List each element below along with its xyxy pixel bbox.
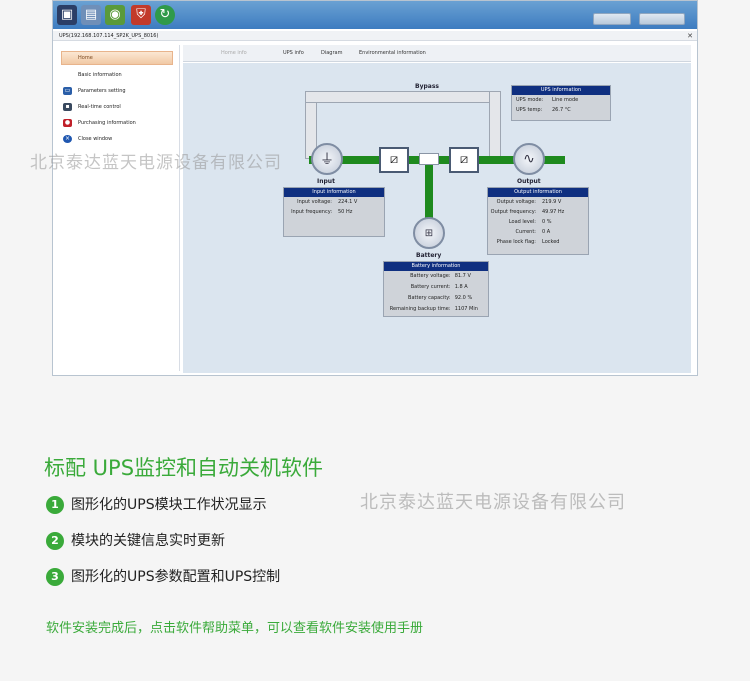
info-row: Battery voltage:81.7 V [410, 273, 471, 279]
battery-power-line [425, 164, 433, 228]
inverter-block: ⧄ [449, 147, 479, 173]
window-button-2[interactable] [639, 13, 685, 25]
sidebar-item-real-time-control[interactable]: ▪ Real-time control [63, 101, 121, 113]
output-information-panel: Output information Output voltage:219.9 … [487, 187, 589, 255]
sidebar-item-home[interactable]: Home [61, 51, 173, 65]
input-information-panel: Input information Input voltage:224.1 V … [283, 187, 385, 237]
promo-heading: 标配 UPS监控和自动关机软件 [44, 456, 324, 480]
sidebar: Home Basic information ▭ Parameters setti… [57, 45, 180, 371]
window-button-1[interactable] [593, 13, 631, 25]
window-path: UPS(192.168.107.114_SP2K_UPS_8016) [59, 33, 159, 39]
control-icon: ▪ [63, 102, 72, 111]
rectifier-block: ⧄ [379, 147, 409, 173]
battery-label: Battery [416, 252, 442, 259]
input-label: Input [317, 178, 335, 185]
monitor-icon[interactable]: ▣ [57, 5, 77, 25]
bypass-label: Bypass [415, 83, 439, 90]
purchase-icon: ● [63, 118, 72, 127]
tab-environmental-information[interactable]: Environmental information [359, 50, 426, 56]
feature-item: 1 图形化的UPS模块工作状况显示 [46, 494, 267, 516]
input-node: ⏚ [311, 143, 343, 175]
sidebar-item-close-window[interactable]: × Close window [63, 133, 112, 145]
sidebar-item-basic-information[interactable]: Basic information [63, 69, 122, 81]
plug-icon: ⏚ [320, 152, 334, 168]
shield-icon[interactable]: ⛨ [131, 5, 151, 25]
feature-number-badge: 3 [46, 568, 64, 586]
bypass-line-right [489, 91, 501, 159]
info-row: Phase lock flag:Locked [496, 239, 560, 245]
watermark: 北京泰达蓝天电源设备有限公司 [30, 153, 282, 173]
close-window-icon: × [63, 134, 72, 143]
parameters-icon: ▭ [63, 86, 72, 95]
tab-home-info[interactable]: Home info [221, 50, 247, 56]
battery-information-panel: Battery information Battery voltage:81.7… [383, 261, 489, 317]
feature-text: 图形化的UPS参数配置和UPS控制 [71, 569, 281, 585]
panel-title: Input information [284, 188, 384, 197]
feature-text: 图形化的UPS模块工作状况显示 [71, 497, 267, 513]
update-icon[interactable]: ↻ [155, 5, 175, 25]
dc-bus-connector [419, 153, 439, 165]
sidebar-item-label: Basic information [78, 72, 122, 78]
toolbar: ▣ ▤ ◉ ⛨ ↻ [53, 1, 697, 29]
sidebar-item-label: Purchasing information [78, 120, 136, 126]
info-icon [63, 71, 72, 79]
info-row: Current:0 A [515, 229, 551, 235]
panel-title: Output information [488, 188, 588, 197]
info-row: Input voltage:224.1 V [297, 199, 358, 205]
feature-text: 模块的关键信息实时更新 [71, 533, 225, 549]
sidebar-item-label: Close window [78, 136, 113, 142]
power-flow-diagram: Bypass ⏚ Input ⧄ ⧄ ∿ Output ⊞ Battery UP… [183, 63, 691, 373]
sine-wave-icon: ∿ [523, 151, 535, 167]
feature-number-badge: 1 [46, 496, 64, 514]
software-screenshot: ▣ ▤ ◉ ⛨ ↻ UPS(192.168.107.114_SP2K_UPS_8… [52, 0, 698, 376]
rectifier-icon: ⧄ [389, 152, 399, 167]
feature-number-badge: 2 [46, 532, 64, 550]
info-row: UPS temp:26.7 °C [516, 107, 571, 113]
info-row: UPS mode:Line mode [516, 97, 579, 103]
battery-node: ⊞ [413, 217, 445, 249]
info-row: Remaining backup time:1107 Min [389, 306, 478, 312]
sidebar-item-label: Parameters setting [78, 88, 126, 94]
bypass-line-top [305, 91, 501, 103]
output-node: ∿ [513, 143, 545, 175]
close-icon[interactable]: ✕ [687, 32, 693, 40]
sidebar-item-purchasing-information[interactable]: ● Purchasing information [63, 117, 136, 129]
inverter-icon: ⧄ [459, 152, 469, 167]
watermark: 北京泰达蓝天电源设备有限公司 [360, 492, 626, 513]
sidebar-item-parameters-setting[interactable]: ▭ Parameters setting [63, 85, 126, 97]
panel-title: Battery information [384, 262, 488, 271]
path-bar: UPS(192.168.107.114_SP2K_UPS_8016) ✕ [53, 31, 697, 41]
tab-ups-info[interactable]: UPS info [283, 50, 304, 56]
battery-icon: ⊞ [424, 227, 434, 239]
sidebar-item-label: Real-time control [78, 104, 121, 110]
info-row: Load level:0 % [508, 219, 552, 225]
settings-icon[interactable]: ▤ [81, 5, 101, 25]
info-row: Battery capacity:92.0 % [408, 295, 473, 301]
info-row: Output voltage:219.9 V [496, 199, 562, 205]
refresh-icon[interactable]: ◉ [105, 5, 125, 25]
info-row: Output frequency:49.97 Hz [490, 209, 565, 215]
feature-item: 2 模块的关键信息实时更新 [46, 530, 225, 552]
ups-information-panel: UPS information UPS mode:Line mode UPS t… [511, 85, 611, 121]
install-note: 软件安装完成后，点击软件帮助菜单，可以查看软件安装使用手册 [46, 621, 424, 636]
info-row: Input frequency:50 Hz [291, 209, 353, 215]
tab-diagram[interactable]: Diagram [321, 50, 343, 56]
info-row: Battery current:1.8 A [410, 284, 468, 290]
output-label: Output [517, 178, 541, 185]
feature-item: 3 图形化的UPS参数配置和UPS控制 [46, 566, 280, 588]
tab-bar: Home info UPS info Diagram Environmental… [183, 45, 691, 62]
panel-title: UPS information [512, 86, 610, 95]
